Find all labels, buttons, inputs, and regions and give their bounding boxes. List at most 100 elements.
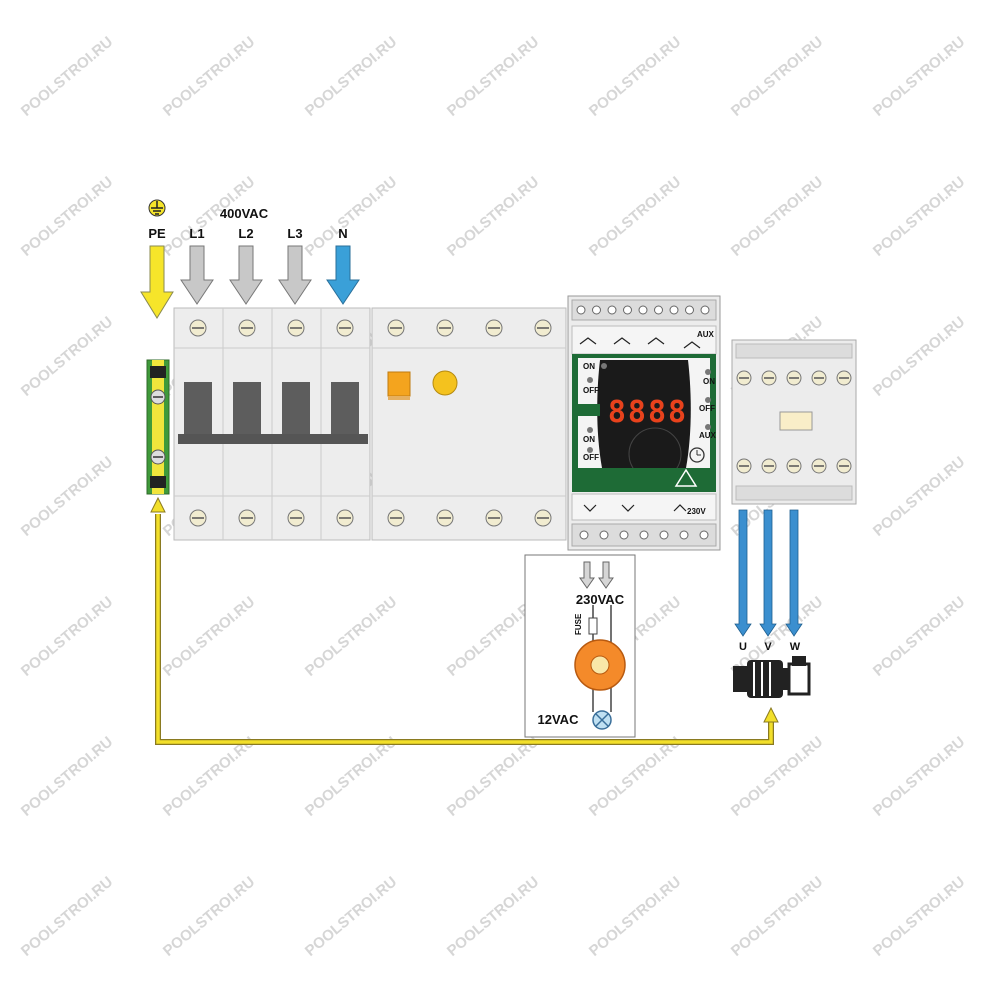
lamp-icon xyxy=(592,710,612,730)
output-arrow-w xyxy=(785,509,803,637)
watermark-text: POOLSTROI.RU xyxy=(728,33,826,119)
screw-terminal xyxy=(189,319,207,337)
terminal-v-label: V xyxy=(764,641,772,653)
pe-ground-wire xyxy=(150,496,779,745)
controller-leds xyxy=(587,363,711,453)
terminal-hole xyxy=(623,305,632,315)
screw-terminal xyxy=(238,509,256,527)
watermark-text: POOLSTROI.RU xyxy=(160,593,258,679)
led-label-on-right: ON xyxy=(703,377,715,386)
rcd-screws xyxy=(387,319,552,527)
controller-display: 8888 xyxy=(608,395,688,430)
terminal-hole xyxy=(685,305,694,315)
fuse-label: FUSE xyxy=(574,613,583,635)
watermark-text: POOLSTROI.RU xyxy=(18,173,116,259)
watermark-text: POOLSTROI.RU xyxy=(302,593,400,679)
watermark-text: POOLSTROI.RU xyxy=(302,33,400,119)
screw-terminal xyxy=(287,509,305,527)
screw-terminal xyxy=(811,370,827,386)
breaker-screws xyxy=(189,319,354,527)
watermark-text: POOLSTROI.RU xyxy=(444,873,542,959)
watermark-text: POOLSTROI.RU xyxy=(302,173,400,259)
screw-terminal xyxy=(736,370,752,386)
watermark-text: POOLSTROI.RU xyxy=(444,173,542,259)
phase-l2-label: L2 xyxy=(238,226,253,241)
watermark-text: POOLSTROI.RU xyxy=(870,453,968,539)
motor-contactor xyxy=(731,339,857,505)
watermark-text: POOLSTROI.RU xyxy=(870,733,968,819)
phase-l2-arrow xyxy=(229,245,263,305)
watermark-text: POOLSTROI.RU xyxy=(586,733,684,819)
terminal-hole xyxy=(619,530,629,540)
screw-terminal xyxy=(736,458,752,474)
pe-label: PE xyxy=(148,226,166,241)
screw-terminal xyxy=(287,319,305,337)
watermark-text: POOLSTROI.RU xyxy=(18,313,116,399)
led-label-off-right: OFF xyxy=(699,404,715,413)
watermark-text: POOLSTROI.RU xyxy=(586,873,684,959)
bottom-voltage-label: 230V xyxy=(687,507,706,516)
watermark-text: POOLSTROI.RU xyxy=(728,173,826,259)
led-label-aux: AUX xyxy=(699,431,717,440)
watermark-text: POOLSTROI.RU xyxy=(18,453,116,539)
watermark-text: POOLSTROI.RU xyxy=(728,873,826,959)
phase-l1-arrow xyxy=(180,245,214,305)
transformer-core xyxy=(590,655,610,675)
screw-terminal xyxy=(786,370,802,386)
pool-controller xyxy=(567,295,721,551)
terminal-hole xyxy=(679,530,689,540)
bottom-symbols xyxy=(583,504,687,512)
terminal-hole xyxy=(659,530,669,540)
watermark-text: POOLSTROI.RU xyxy=(18,33,116,119)
watermark-text: POOLSTROI.RU xyxy=(302,733,400,819)
screw-terminal xyxy=(761,458,777,474)
neutral-arrow xyxy=(326,245,360,305)
watermark-text: POOLSTROI.RU xyxy=(870,33,968,119)
watermark-text: POOLSTROI.RU xyxy=(870,173,968,259)
watermark-text: POOLSTROI.RU xyxy=(870,313,968,399)
terminal-hole xyxy=(592,305,601,315)
screw-terminal xyxy=(534,509,552,527)
watermark-text: POOLSTROI.RU xyxy=(586,33,684,119)
terminal-hole xyxy=(669,305,679,315)
output-arrow-u xyxy=(734,509,752,637)
terminal-w-label: W xyxy=(790,641,801,653)
watermark-text: POOLSTROI.RU xyxy=(444,33,542,119)
pump-motor-icon xyxy=(733,656,811,698)
ground-symbol-icon xyxy=(148,199,166,217)
terminal-u-label: U xyxy=(739,641,747,653)
watermark-text: POOLSTROI.RU xyxy=(586,173,684,259)
terminal-hole xyxy=(654,305,663,315)
watermark-text: POOLSTROI.RU xyxy=(160,733,258,819)
phase-l3-arrow xyxy=(278,245,312,305)
pe-terminal-block xyxy=(146,359,170,495)
led-label-on-1: ON xyxy=(583,362,595,371)
terminal-hole xyxy=(699,530,709,540)
supply-voltage-label: 400VAC xyxy=(220,206,269,221)
led-label-off-2: OFF xyxy=(583,453,599,462)
terminal-hole xyxy=(576,305,586,315)
screw-terminal xyxy=(336,509,354,527)
terminal-hole xyxy=(700,305,710,315)
screw-terminal xyxy=(238,319,256,337)
screw-terminal xyxy=(189,509,207,527)
watermark-text: POOLSTROI.RU xyxy=(160,33,258,119)
screw-terminal xyxy=(534,319,552,337)
led-label-on-2: ON xyxy=(583,435,595,444)
screw-terminal xyxy=(485,319,503,337)
screw-terminal xyxy=(836,458,852,474)
watermark-text: POOLSTROI.RU xyxy=(18,873,116,959)
rcd-module xyxy=(371,307,567,541)
led-label-off-1: OFF xyxy=(583,386,599,395)
screw-terminal xyxy=(387,319,405,337)
screw-terminal xyxy=(836,370,852,386)
phase-l3-label: L3 xyxy=(287,226,302,241)
screw-terminal xyxy=(811,458,827,474)
screw-terminal xyxy=(387,509,405,527)
phase-l1-label: L1 xyxy=(189,226,204,241)
screw-terminal xyxy=(485,509,503,527)
watermark-text: POOLSTROI.RU xyxy=(160,873,258,959)
top-aux-label: AUX xyxy=(697,330,715,339)
screw-terminal xyxy=(436,319,454,337)
